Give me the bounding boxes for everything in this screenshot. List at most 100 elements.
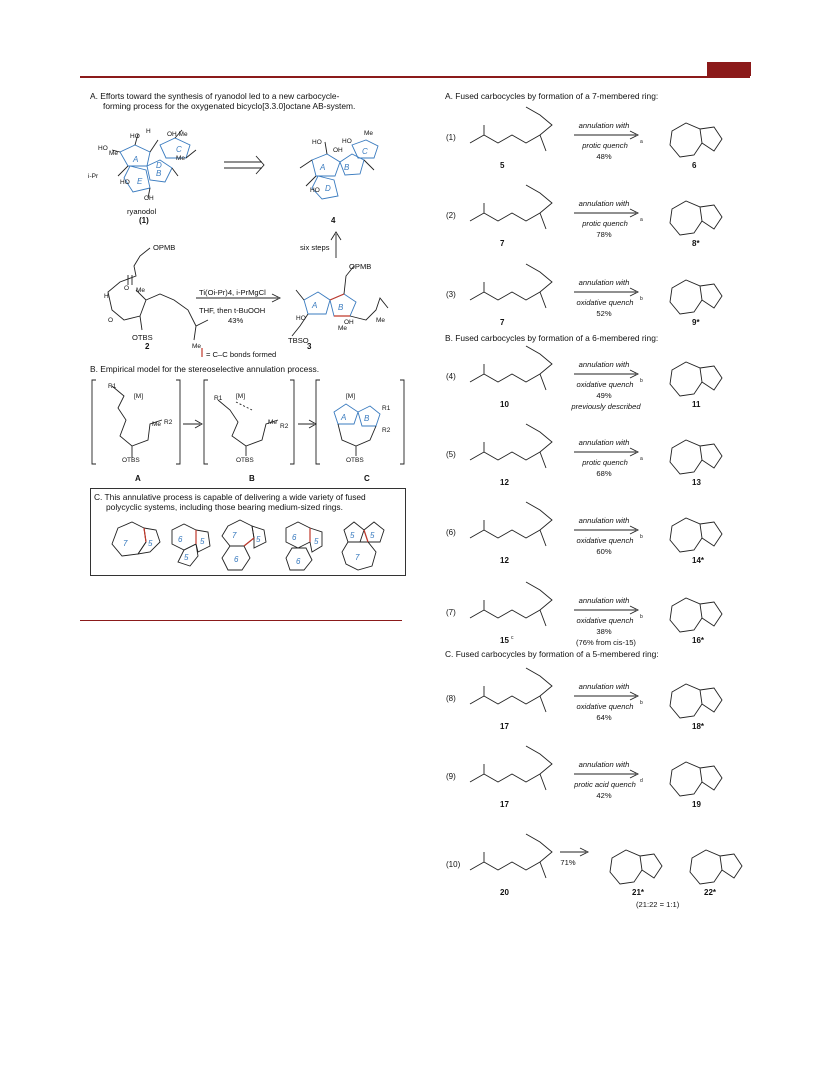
entry-number: (3) (446, 290, 456, 299)
left-A-title-1: A. Efforts toward the synthesis of ryano… (90, 91, 340, 101)
reaction-arrow (574, 605, 640, 615)
starting-material-number: 20 (500, 888, 509, 897)
model-A-label: A (135, 474, 141, 483)
svg-text:5: 5 (148, 539, 153, 548)
svg-text:C: C (176, 145, 182, 154)
reaction-arrow (560, 847, 590, 857)
svg-text:Me: Me (268, 419, 277, 426)
yield-label: 38% (596, 627, 612, 636)
svg-text:Me: Me (109, 150, 118, 157)
extra-note: previously described (571, 402, 641, 411)
product-number: 11 (692, 400, 701, 409)
svg-text:A: A (132, 155, 138, 164)
extra-note: (76% from cis-15) (576, 638, 636, 647)
product-number: 9* (692, 318, 700, 327)
svg-text:HO: HO (130, 133, 140, 140)
quench-footnote: a (640, 139, 643, 145)
svg-text:D: D (156, 161, 162, 170)
ryanodol-structure: A B C E D HO H OH Me HO Me i-Pr HO Me OH (88, 128, 197, 202)
opmb-right-label: OPMB (349, 262, 372, 271)
reaction-arrow (574, 691, 640, 701)
reagent-line-1: Ti(Oi-Pr)4, i-PrMgCl (199, 288, 266, 297)
model-arrow-1 (183, 419, 203, 429)
svg-text:R1: R1 (214, 395, 223, 402)
reaction-arrow (574, 369, 640, 379)
quench-footnote: b (640, 378, 643, 384)
starting-material-number: 12 (500, 478, 509, 487)
left-C-title-2: polycyclic systems, including those bear… (106, 502, 343, 512)
yield-label: 49% (596, 391, 612, 400)
starting-material-number: 10 (500, 400, 509, 409)
column-rule (80, 620, 402, 621)
svg-text:HO: HO (120, 179, 130, 186)
svg-text:Me: Me (338, 325, 347, 332)
starting-material-structure (469, 745, 553, 791)
product-number: 16* (692, 636, 705, 645)
model-C-label: C (364, 474, 370, 483)
svg-text:R2: R2 (382, 427, 391, 434)
starting-material-structure (469, 106, 553, 152)
reaction-arrow (574, 130, 640, 140)
ring-system-7-5: 7 5 (111, 521, 161, 557)
yield-label: 68% (596, 469, 612, 478)
quench-label: oxidative quench (576, 536, 634, 545)
starting-material-number: 12 (500, 556, 509, 565)
starting-material-number: 15 (500, 636, 509, 645)
svg-text:B: B (364, 414, 370, 423)
svg-text:R1: R1 (382, 405, 391, 412)
quench-footnote: a (640, 217, 643, 223)
yield-label: 78% (596, 230, 612, 239)
entry-number: (6) (446, 528, 456, 537)
entry-number: (10) (446, 860, 461, 869)
reaction-arrow (574, 525, 640, 535)
starting-material-structure (469, 184, 553, 230)
yield-label: 48% (596, 152, 612, 161)
reagent-yield: 43% (228, 316, 244, 325)
condition-label: annulation with (578, 121, 630, 130)
product-2-number: 22* (704, 888, 717, 897)
page-tab (707, 62, 751, 76)
yield-label: 60% (596, 547, 612, 556)
svg-text:5: 5 (350, 531, 355, 540)
condition-label: annulation with (578, 438, 630, 447)
quench-footnote: b (640, 296, 643, 302)
svg-text:B: B (338, 303, 344, 312)
starting-material-structure (469, 833, 553, 879)
entry-number: (2) (446, 211, 456, 220)
reaction-arrow (574, 208, 640, 218)
svg-text:5: 5 (314, 537, 319, 546)
svg-text:O: O (124, 285, 129, 292)
quench-footnote: b (640, 700, 643, 706)
yield-label: 64% (596, 713, 612, 722)
svg-text:R2: R2 (164, 419, 173, 426)
opmb-top-label: OPMB (153, 243, 176, 252)
starting-material-structure (469, 501, 553, 547)
product-ratio: (21:22 = 1:1) (636, 900, 680, 909)
reaction-arrow (574, 287, 640, 297)
quench-label: oxidative quench (576, 298, 634, 307)
quench-footnote: b (640, 614, 643, 620)
svg-text:Me: Me (152, 421, 161, 428)
product-structure (669, 122, 723, 158)
svg-text:i-Pr: i-Pr (88, 173, 99, 180)
product-structure (669, 439, 723, 475)
compound-2-structure: H O Me O Me (104, 247, 209, 350)
svg-text:[M]: [M] (236, 393, 245, 400)
starting-material-footnote: c (511, 635, 514, 641)
entry-number: (7) (446, 608, 456, 617)
svg-text:H: H (146, 128, 151, 135)
svg-text:[M]: [M] (134, 393, 143, 400)
ring-system-6-5-5: 6 5 5 (171, 523, 211, 567)
svg-text:7: 7 (355, 553, 360, 562)
otbs-label-2: OTBS (132, 333, 153, 342)
svg-text:D: D (325, 184, 331, 193)
quench-label: protic quench (582, 458, 628, 467)
right-C-title: C. Fused carbocycles by formation of a 5… (445, 649, 659, 659)
reagent-line-2: THF, then t-BuOOH (199, 306, 266, 315)
product-number: 21* (632, 888, 645, 897)
svg-text:[M]: [M] (346, 393, 355, 400)
svg-text:6: 6 (296, 557, 301, 566)
quench-footnote: b (640, 534, 643, 540)
svg-text:C: C (362, 147, 368, 156)
